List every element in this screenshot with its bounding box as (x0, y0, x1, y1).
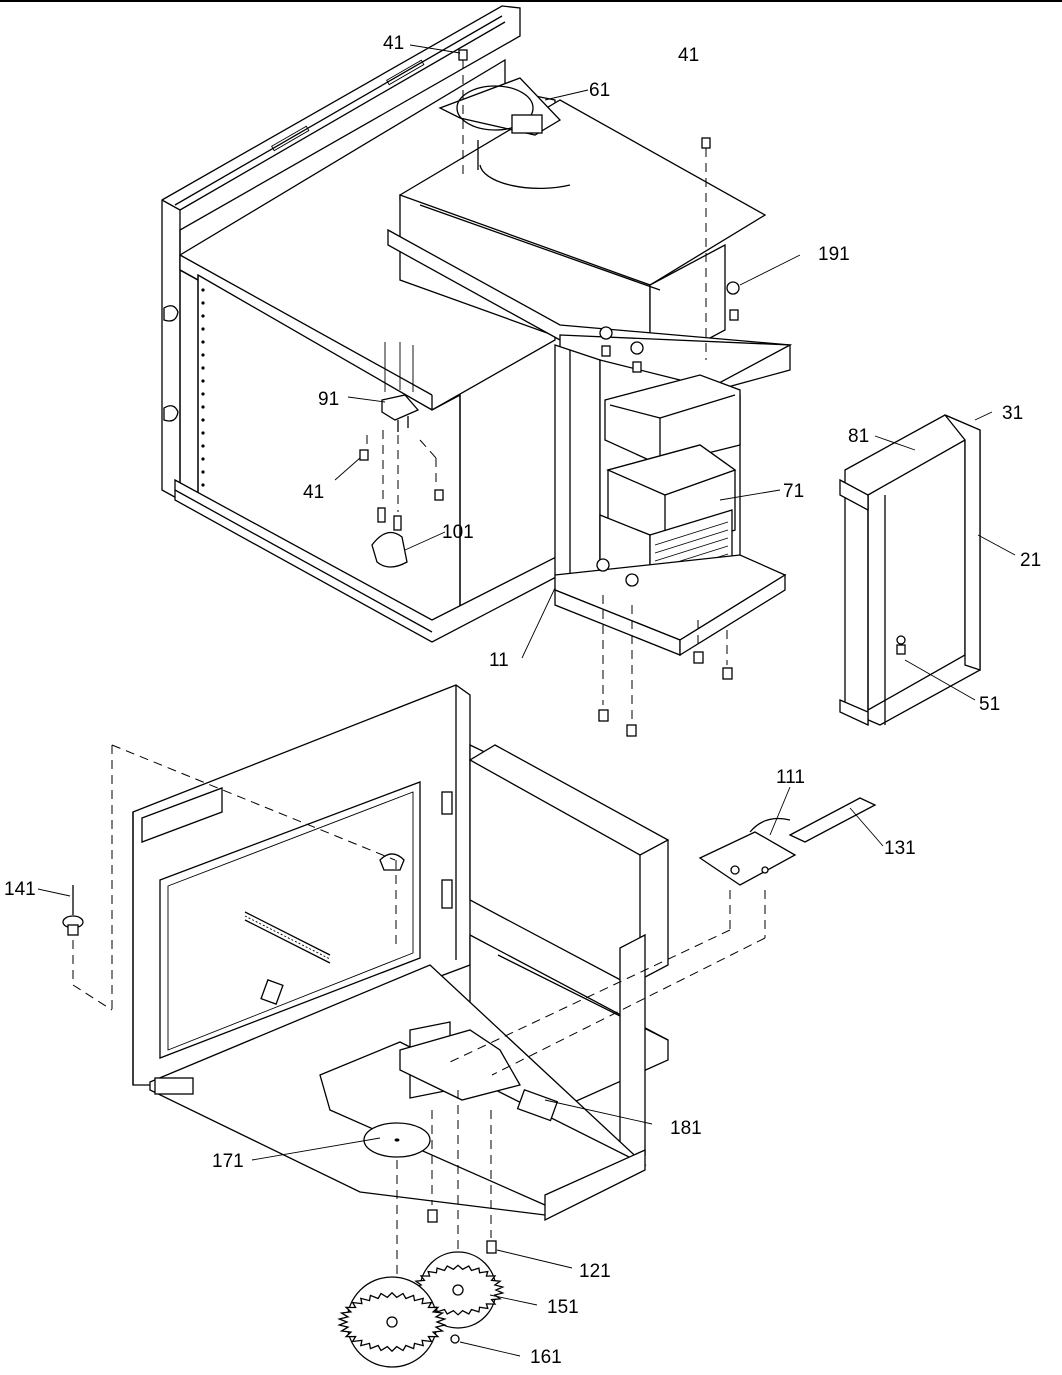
lower-screws (427, 1209, 497, 1344)
callout-41-right: 41 (678, 45, 699, 66)
callout-191: 191 (818, 244, 850, 265)
callout-91: 91 (318, 389, 339, 410)
callout-81: 81 (848, 426, 869, 447)
assembly-lines-lower (72, 744, 766, 1280)
mount-hole (201, 353, 205, 357)
callout-151: 151 (547, 1297, 579, 1318)
gear-large (337, 1276, 447, 1368)
cavity-side-wall (468, 743, 670, 986)
callout-71: 71 (783, 481, 804, 502)
flat-cable-131 (788, 797, 877, 843)
mount-hole (201, 366, 205, 370)
mount-hole (201, 327, 205, 331)
sheet-border-top (0, 0, 1062, 2)
callout-131: 131 (884, 838, 916, 859)
upper-transformer-housing (604, 374, 741, 466)
mount-hole (201, 379, 205, 383)
callout-51: 51 (979, 694, 1000, 715)
door-frame-assembly (839, 414, 981, 727)
callout-141: 141 (4, 879, 36, 900)
mount-hole (201, 470, 205, 474)
mount-hole (201, 392, 205, 396)
callout-161: 161 (530, 1347, 562, 1368)
callout-181: 181 (670, 1118, 702, 1139)
callout-21: 21 (1020, 550, 1041, 571)
callout-labels: 41 41 61 191 91 41 101 71 11 81 31 21 51… (4, 33, 1041, 1368)
mount-hole (201, 405, 205, 409)
leader-lines (37, 44, 1016, 1357)
stirrer-plate (438, 77, 562, 170)
turntable-disc-171 (363, 1122, 431, 1158)
callout-31: 31 (1002, 403, 1023, 424)
callout-61: 61 (589, 80, 610, 101)
base-shelf (554, 554, 787, 657)
callout-41-top: 41 (383, 33, 404, 54)
base-plate (149, 964, 647, 1222)
callout-11: 11 (489, 650, 509, 671)
gear-151 (411, 1251, 505, 1329)
mount-hole (201, 483, 205, 487)
callout-121: 121 (579, 1261, 611, 1282)
callout-41-left: 41 (303, 482, 324, 503)
mount-hole (201, 340, 205, 344)
lamp-141 (62, 885, 84, 936)
mount-hole (201, 314, 205, 318)
mount-hole (201, 444, 205, 448)
control-board-111 (698, 817, 797, 886)
mount-hole (201, 418, 205, 422)
diode-101 (371, 507, 408, 568)
mount-hole (201, 431, 205, 435)
callout-171: 171 (212, 1151, 244, 1172)
mount-hole (201, 457, 205, 461)
callout-111: 111 (776, 767, 805, 788)
screws-upper (359, 49, 740, 737)
mount-hole (201, 301, 205, 305)
mount-hole (201, 288, 205, 292)
assembly-lines-upper (366, 60, 728, 720)
high-voltage-capacitor-91 (381, 394, 420, 432)
callout-101: 101 (442, 522, 474, 543)
